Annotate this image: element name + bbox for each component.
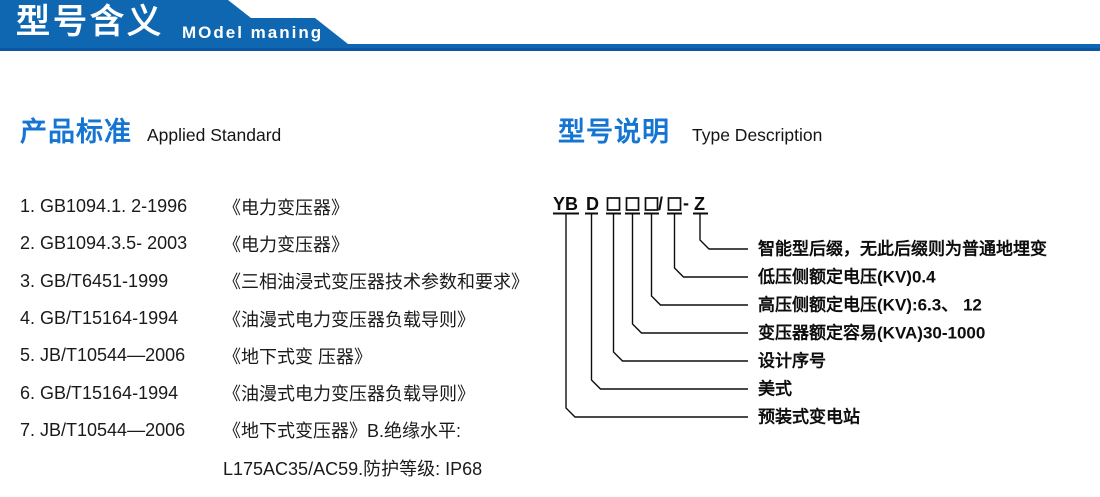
connector-hv-voltage: [650, 214, 748, 306]
standard-row: 2. GB1094.3.5- 2003 《电力变压器》: [20, 225, 565, 262]
model-code-z: Z: [694, 194, 705, 214]
standard-code: 5. JB/T10544—2006: [20, 345, 186, 366]
connector-prefab: [565, 214, 748, 418]
model-code-box-1: [606, 197, 621, 211]
standard-title: 《油漫式电力变压器负载导则》: [223, 309, 475, 330]
standard-code: 1. GB1094.1. 2-1996: [20, 196, 188, 217]
standard-title-continuation: L175AC35/AC59.防护等级: IP68: [223, 458, 483, 479]
banner-shape: [0, 0, 1100, 51]
standard-row: 1. GB1094.1. 2-1996 《电力变压器》: [20, 188, 565, 225]
standard-title: 《电力变压器》: [223, 234, 349, 255]
connector-capacity: [631, 214, 748, 334]
standards-list: 1. GB1094.1. 2-1996 《电力变压器》 2. GB1094.3.…: [20, 188, 565, 486]
model-code-dash: -: [683, 193, 689, 213]
standard-title: 《电力变压器》: [223, 197, 349, 218]
page-subtitle: MOdel maning: [182, 23, 324, 42]
standard-row: 7. JB/T10544—2006 《地下式变压器》B.绝缘水平:: [20, 412, 565, 449]
applied-standard-heading-zh: 产品标准: [20, 117, 132, 147]
model-code-box-4: [667, 197, 682, 211]
model-code-d: D: [586, 194, 599, 214]
standard-row-continuation: L175AC35/AC59.防护等级: IP68: [20, 449, 565, 486]
diagram-label-hv: 高压侧额定电压(KV):6.3、 12: [758, 295, 982, 315]
type-description-heading-zh: 型号说明: [558, 117, 670, 147]
diagram-label-american: 美式: [758, 379, 792, 399]
diagram-label-prefab: 预装式变电站: [758, 407, 860, 427]
connector-lv-voltage: [673, 214, 748, 278]
type-description-heading-en: Type Description: [692, 125, 823, 145]
model-code-yb: YB: [553, 194, 578, 214]
connector-z-suffix: [699, 214, 748, 250]
connector-american: [590, 214, 748, 390]
banner-bottom-stripe: [0, 48, 1100, 51]
type-description-heading: 型号说明 Type Description: [558, 110, 822, 149]
standard-title: 《地下式变压器》B.绝缘水平:: [223, 421, 462, 442]
standard-code: 6. GB/T15164-1994: [20, 382, 179, 403]
diagram-label-design-no: 设计序号: [758, 351, 826, 371]
applied-standard-heading-en: Applied Standard: [147, 125, 282, 145]
standard-title: 《三相油浸式变压器技术参数和要求》: [223, 272, 529, 293]
diagram-label-capacity: 变压器额定容易(KVA)30-1000: [758, 323, 985, 343]
diagram-label-suffix: 智能型后缀，无此后缀则为普通地埋变: [758, 239, 1047, 259]
standard-row: 6. GB/T15164-1994 《油漫式电力变压器负载导则》: [20, 374, 565, 411]
connector-design-no: [612, 214, 748, 362]
standard-code: 3. GB/T6451-1999: [20, 270, 169, 291]
standard-title: 《地下式变 压器》: [223, 346, 373, 367]
standard-row: 5. JB/T10544—2006 《地下式变 压器》: [20, 337, 565, 374]
standard-code: 4. GB/T15164-1994: [20, 308, 179, 329]
model-code-box-2: [625, 197, 640, 211]
standard-row: 4. GB/T15164-1994 《油漫式电力变压器负载导则》: [20, 300, 565, 337]
page-title: 型号含义: [16, 3, 164, 41]
standard-code: 2. GB1094.3.5- 2003: [20, 233, 188, 254]
model-code-diagram: YB D / - Z 智能型后缀，无此后: [553, 193, 1047, 427]
diagram-label-lv: 低压侧额定电压(KV)0.4: [757, 267, 936, 287]
banner-polygon: [0, 0, 1100, 51]
standard-row: 3. GB/T6451-1999 《三相油浸式变压器技术参数和要求》: [20, 263, 565, 300]
standard-code: 7. JB/T10544—2006: [20, 419, 186, 440]
model-code-slash: /: [658, 194, 663, 214]
applied-standard-heading: 产品标准 Applied Standard: [20, 110, 281, 149]
model-code-box-3: [644, 197, 659, 211]
standard-title: 《油漫式电力变压器负载导则》: [223, 384, 475, 405]
header-banner: 型号含义 MOdel maning: [0, 0, 1100, 51]
